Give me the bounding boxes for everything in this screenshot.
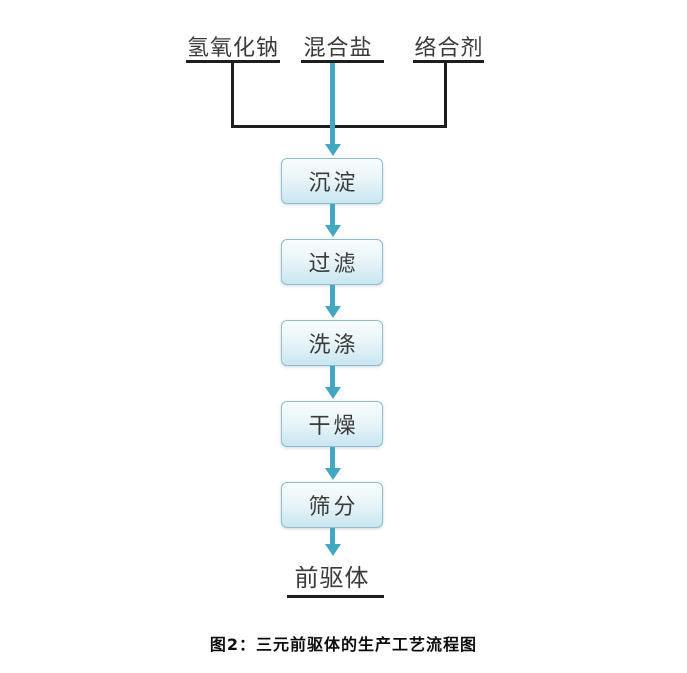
output-label-precursor: 前驱体 bbox=[294, 564, 370, 592]
arrow-down-icon-3 bbox=[330, 366, 335, 387]
input-underline-complexing-agent bbox=[413, 60, 484, 63]
arrow-down-icon-4 bbox=[330, 447, 335, 468]
step-box-sieving: 筛分 bbox=[281, 482, 383, 528]
input-underline-sodium-hydroxide bbox=[186, 60, 280, 63]
step-box-washing: 洗涤 bbox=[281, 320, 383, 366]
step-box-filtration: 过滤 bbox=[281, 239, 383, 285]
output-underline bbox=[287, 595, 384, 598]
step-label: 沉淀 bbox=[308, 171, 359, 196]
step-label: 洗涤 bbox=[308, 333, 359, 358]
step-box-drying: 干燥 bbox=[281, 401, 383, 447]
step-label: 过滤 bbox=[308, 252, 359, 277]
input-label-sodium-hydroxide: 氢氧化钠 bbox=[186, 36, 279, 61]
connector-line-left bbox=[231, 62, 234, 128]
figure-caption: 图2：三元前驱体的生产工艺流程图 bbox=[209, 635, 478, 654]
connector-line-right bbox=[444, 62, 447, 128]
arrow-down-icon-1 bbox=[330, 204, 335, 225]
input-underline-mixed-salt bbox=[301, 60, 384, 63]
connector-line-horizontal bbox=[231, 125, 447, 128]
input-label-mixed-salt: 混合盐 bbox=[303, 36, 373, 61]
step-box-precipitation: 沉淀 bbox=[281, 158, 383, 204]
step-label: 干燥 bbox=[308, 414, 359, 439]
step-label: 筛分 bbox=[308, 495, 359, 520]
arrow-down-icon-feed bbox=[330, 63, 335, 144]
arrow-down-icon-2 bbox=[330, 285, 335, 306]
input-label-complexing-agent: 络合剂 bbox=[414, 36, 484, 61]
arrow-down-icon-output bbox=[330, 528, 335, 544]
